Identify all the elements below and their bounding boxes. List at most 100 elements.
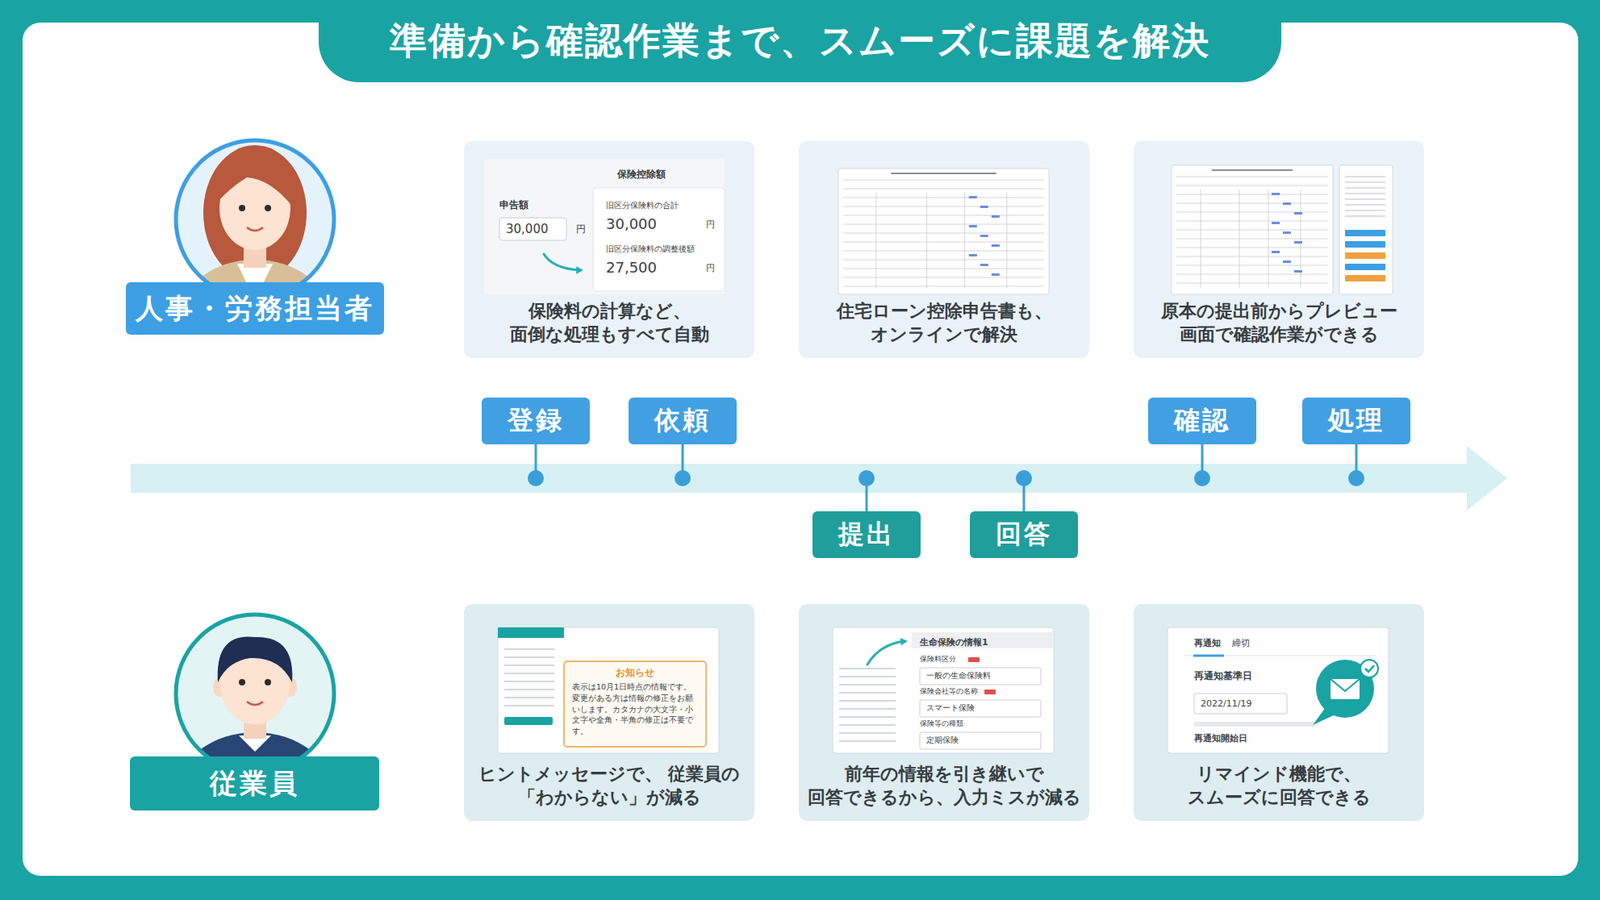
- form-rule: [1176, 212, 1329, 214]
- screen-text: 円: [706, 263, 715, 274]
- form-rule: [1176, 256, 1329, 258]
- filled-value: [980, 263, 989, 267]
- feature-card: 前年の情報を引き継いで 回答できるから、入力ミスが減る生命保険の情報1保険料区分…: [798, 604, 1090, 822]
- card-caption: 住宅ローン控除申告書も、 オンラインで解決: [805, 299, 1083, 347]
- form-rule: [926, 192, 928, 289]
- role-label-text: 人事・労務担当者: [135, 290, 375, 328]
- list-item: [839, 740, 896, 743]
- timeline-arrowhead: [1466, 446, 1508, 511]
- screen-text: スマート保険: [926, 703, 975, 714]
- card-text-block: 原本の提出前からプレビュー 画面で確認作業ができる: [1140, 299, 1418, 347]
- timeline-marker: [1348, 444, 1365, 487]
- side-panel: [1339, 165, 1393, 295]
- envelope: [1330, 679, 1360, 700]
- screen-text: 円: [576, 223, 586, 235]
- list-item: [839, 716, 896, 719]
- status-bar: [1345, 263, 1386, 271]
- screen-text: 27,500: [605, 259, 657, 277]
- timeline-dot: [1194, 470, 1211, 487]
- timeline-marker: [674, 444, 691, 487]
- filled-value: [980, 205, 989, 209]
- step-label: 確認: [1148, 397, 1257, 445]
- card-caption: 前年の情報を引き継いで 回答できるから、入力ミスが減る: [805, 762, 1083, 810]
- screen-text: 一般の生命保険料: [926, 671, 991, 681]
- list-item: [839, 732, 896, 735]
- timeline-dot: [1348, 470, 1365, 487]
- side-text: [1345, 215, 1386, 218]
- check-mark: [1365, 665, 1375, 673]
- filled-value: [1294, 241, 1303, 244]
- timeline-marker: [527, 444, 544, 487]
- form-heading: [1211, 169, 1293, 172]
- timeline-dot: [1015, 470, 1032, 487]
- filled-value: [1294, 212, 1303, 215]
- timeline-marker: [1194, 444, 1211, 487]
- feature-card: リマインド機能で、 スムーズに回答できる再通知締切再通知基準日2022/11/1…: [1133, 604, 1425, 822]
- status-bar: [1345, 241, 1386, 248]
- form-rule: [1176, 176, 1329, 178]
- filled-value: [1282, 260, 1291, 264]
- filled-value: [980, 234, 989, 238]
- form-rule: [1176, 238, 1329, 240]
- list-item: [839, 676, 896, 678]
- form-rule: [843, 242, 1045, 243]
- menu-item: [504, 680, 555, 683]
- card-caption: 保険料の計算など、 面倒な処理もすべて自動: [470, 299, 748, 347]
- avatar-ring: [175, 140, 335, 299]
- form-rule: [1176, 203, 1329, 205]
- menu-item: [504, 664, 555, 667]
- screenshot-bg: [832, 627, 1054, 754]
- mouth: [246, 227, 264, 231]
- feature-card: 住宅ローン控除申告書も、 オンラインで解決: [798, 141, 1090, 359]
- screen-text: 円: [706, 219, 715, 230]
- form-rule: [843, 250, 1045, 252]
- form-rule: [843, 206, 1045, 208]
- form-rule: [875, 192, 877, 289]
- timeline-marker: [1015, 470, 1032, 512]
- menu-active: [504, 717, 553, 726]
- step-label: 処理: [1302, 397, 1411, 445]
- mock-arrowhead: [900, 638, 908, 647]
- card-caption: ヒントメッセージで、 従業員の「わからない」が減る: [470, 762, 748, 810]
- filled-value: [969, 254, 978, 257]
- side-text: [1345, 204, 1386, 206]
- filled-value: [1271, 192, 1280, 196]
- status-bar: [1345, 252, 1386, 260]
- required-tag: [968, 657, 980, 663]
- screen-text: 再通知開始日: [1194, 733, 1248, 744]
- list-item: [839, 708, 896, 711]
- side-text: [1345, 187, 1386, 189]
- role-label-text: 従業員: [209, 765, 300, 803]
- menu-item: [504, 656, 555, 659]
- card-caption: リマインド機能で、 スムーズに回答できる: [1140, 762, 1418, 810]
- screen-text: 2022/11/19: [1200, 698, 1252, 710]
- card-text-block: リマインド機能で、 スムーズに回答できる: [1140, 762, 1418, 810]
- form-rule: [1239, 189, 1241, 289]
- form-rule: [1176, 265, 1329, 267]
- screenshot-bg: [484, 158, 725, 295]
- eye: [264, 204, 272, 212]
- avatar: [175, 139, 335, 373]
- form-rule: [1300, 189, 1302, 289]
- mock-arrow: [867, 641, 905, 665]
- eye: [238, 204, 246, 212]
- list-item: [839, 692, 896, 694]
- step-label: 提出: [812, 511, 921, 559]
- form-rule: [1176, 185, 1329, 187]
- list-item: [839, 700, 896, 702]
- title-tab-shape: [318, 0, 1282, 83]
- form-rule: [843, 197, 1045, 199]
- filled-value: [991, 244, 1000, 247]
- step-label-text: 処理: [1328, 403, 1385, 439]
- card-caption: 原本の提出前からプレビュー 画面で確認作業ができる: [1140, 299, 1418, 347]
- form-rule: [843, 259, 1045, 261]
- screen-text: 再通知基準日: [1194, 670, 1253, 682]
- form-rule: [1176, 194, 1329, 196]
- filled-value: [969, 196, 978, 199]
- menu-item: [504, 672, 555, 675]
- white-panel: [22, 22, 1579, 877]
- screen-text: 旧区分保険料の合計: [605, 200, 679, 211]
- step-label: 回答: [969, 511, 1078, 559]
- role-label: 従業員: [129, 756, 380, 811]
